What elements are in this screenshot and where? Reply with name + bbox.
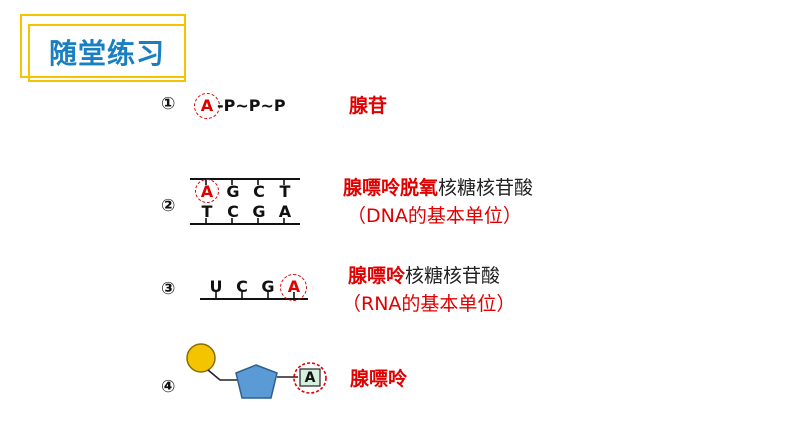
nucleotide-model [186,343,327,399]
item-3-label-black: 核糖核苷酸 [405,265,501,287]
dna-top-base-2: G [226,182,240,201]
dna-top-base-3: C [253,182,265,201]
dna-bottom-base-4: A [278,202,292,221]
title-frame-inner [28,24,186,82]
dna-bottom-base-3: G [252,202,266,221]
dna-bottom-base-1: T [201,202,213,221]
sugar-pentagon [235,364,278,399]
item-3-label: 腺嘌呤核糖核苷酸 [348,262,500,290]
phosphate-circle [186,343,216,373]
item-2-adenine-circle [195,179,219,203]
phosphate-sugar-bond [207,369,244,381]
item-4-base: A [304,370,316,386]
item-1-adenine-circle: A [194,93,220,119]
item-3-adenine-circle [280,274,307,301]
base-dashed-circle [293,362,327,394]
item-2-subtitle: （DNA的基本单位） [347,205,522,227]
item-1-phosphates: -P~P~P [217,96,286,115]
item-2-label-red: 腺嘌呤脱氧 [343,177,439,199]
item-1-label: 腺苷 [349,95,388,117]
rna-base-4: A [287,277,301,296]
item-2-label-black: 核糖核苷酸 [438,177,534,199]
item-3-subtitle: （RNA的基本单位） [342,293,516,315]
dna-top-base-4: T [279,182,291,201]
rna-base-2: C [236,277,248,296]
rna-base-1: U [209,277,223,296]
page-title: 随堂练习 [48,37,165,70]
item-2-label: 腺嘌呤脱氧核糖核苷酸 [343,174,533,202]
item-2-number: ② [161,196,176,216]
base-box [299,368,321,387]
title-badge: 随堂练习 [20,14,188,82]
dna-bottom-base-2: C [227,202,239,221]
rna-base-3: G [261,277,275,296]
item-4-label: 腺嘌呤 [350,368,408,390]
item-3-number: ③ [161,279,176,299]
item-1-adenine: A [200,96,214,115]
item-1-number: ① [161,94,176,114]
dna-top-base-1: A [200,182,214,201]
item-3-label-red: 腺嘌呤 [348,265,406,287]
item-4-number: ④ [161,377,176,397]
